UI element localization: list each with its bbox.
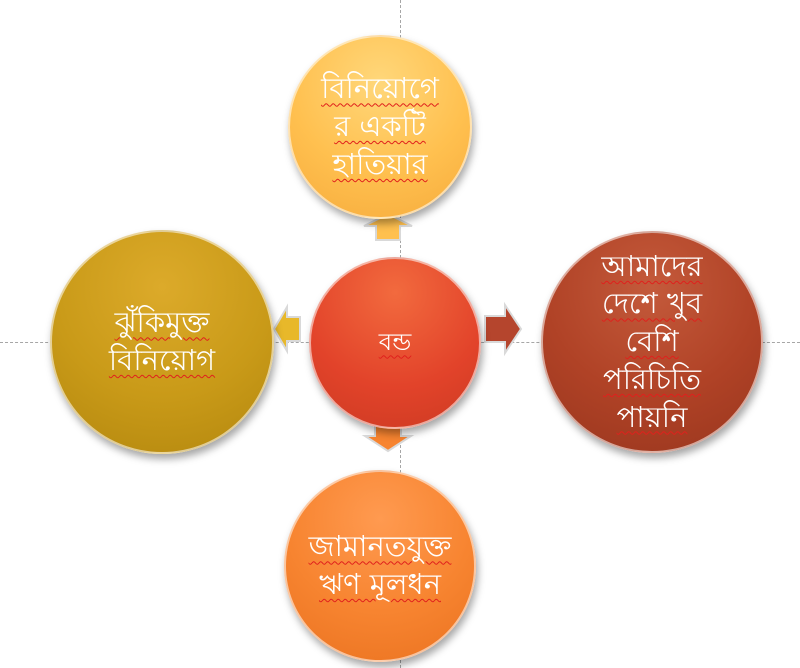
top-node-line-1: বিনিয়োগে [321, 71, 439, 106]
bottom-circle-node: জামানতযুক্ত ঋণ মূলধন [284, 470, 476, 662]
arrow-left-icon [272, 303, 301, 355]
arrow-right-icon [484, 301, 523, 357]
left-circle-node: ঝুঁকিমুক্ত বিনিয়োগ [50, 230, 274, 454]
bottom-node-line-2: ঋণ মূলধন [318, 567, 441, 601]
right-node-line-5: পায়নি [616, 399, 688, 434]
right-circle-node: আমাদের দেশে খুব বেশি পরিচিতি পায়নি [541, 231, 763, 453]
top-circle-node: বিনিয়োগে র একটি হাতিয়ার [288, 35, 472, 219]
center-node-label: বন্ড [378, 328, 412, 357]
arrow-up-icon [363, 212, 413, 241]
right-node-line-3: বেশি [625, 324, 679, 359]
top-node-line-2: র একটি [334, 109, 426, 144]
right-node-line-2: দেশে খুব [601, 286, 703, 321]
left-node-line-2: বিনিয়োগ [108, 343, 216, 377]
left-node-line-1: ঝুঁকিমুক্ত [114, 305, 210, 340]
right-node-line-4: পরিচিতি [603, 361, 701, 396]
top-node-line-3: হাতিয়ার [332, 146, 428, 181]
bottom-node-line-1: জামানতযুক্ত [308, 529, 452, 564]
right-node-line-1: আমাদের [601, 248, 703, 283]
center-circle-node: বন্ড [309, 257, 481, 429]
